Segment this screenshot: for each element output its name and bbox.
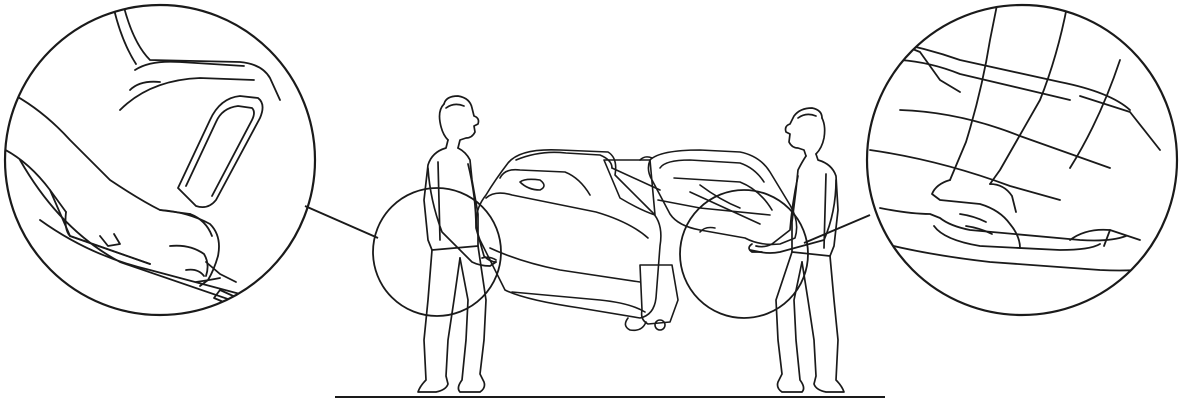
massage-chair (476, 150, 797, 331)
left-hand-highlight-circle (373, 188, 501, 316)
left-detail-frame (5, 5, 315, 315)
right-mover (749, 108, 844, 392)
right-hand-grip-detail (867, 0, 1177, 315)
left-callout-connector (305, 206, 378, 238)
left-mover (418, 96, 496, 392)
right-hand-highlight-circle (680, 190, 808, 318)
left-hand-grip-detail (0, 0, 315, 315)
right-detail-frame (867, 5, 1177, 315)
